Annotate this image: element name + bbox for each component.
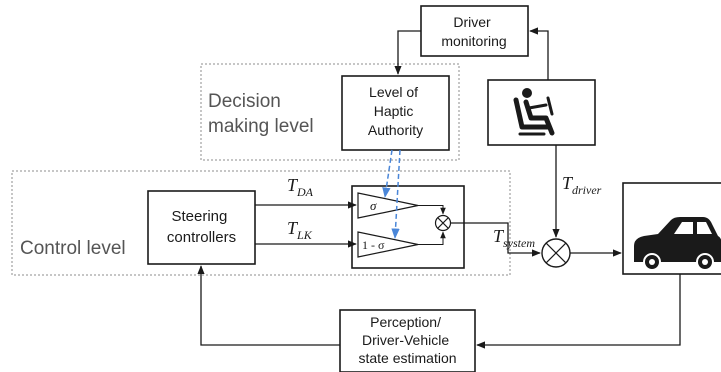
svg-text:Perception/ Driver-Vehic: Perception/ Driver-Vehicle state estimat… xyxy=(358,314,456,366)
driver-seat-box xyxy=(487,79,596,146)
arrow-seat-to-monitoring xyxy=(529,27,549,80)
perception-text: state estimation xyxy=(358,350,456,366)
sigma-gain xyxy=(357,192,419,219)
control-region xyxy=(11,170,511,276)
control-region-label: Control level xyxy=(20,238,126,259)
one-minus-sigma-gain xyxy=(357,231,419,258)
decision-region-label-line2: making level xyxy=(208,116,314,137)
steering-controllers-block: Steering controllers xyxy=(147,190,256,265)
driver-monitoring-text: monitoring xyxy=(441,33,506,49)
vehicle-box xyxy=(622,182,721,275)
one-minus-sigma-gain-label: 1 - σ xyxy=(362,238,385,252)
perception-text: Driver-Vehicle xyxy=(362,332,449,348)
perception-block: Perception/ Driver-Vehicle state estimat… xyxy=(339,309,476,372)
arrow-vehicle-to-perception xyxy=(476,274,681,349)
authority-link-one-minus-sigma xyxy=(391,149,401,240)
haptic-authority-text: Authority xyxy=(368,122,423,138)
haptic-authority-block: Level of Haptic Authority xyxy=(341,75,450,151)
driver-monitoring-text: Driver xyxy=(453,14,491,30)
svg-text:Driver monitoring: Driver monitoring xyxy=(441,14,506,49)
steering-controllers-text: Steering xyxy=(171,208,227,225)
inner-sum-junction xyxy=(434,214,452,232)
driver-monitoring-block: Driver monitoring xyxy=(420,5,529,57)
car-icon xyxy=(634,217,721,271)
decision-region-label-line1: Decision xyxy=(208,91,281,112)
svg-text:Level of Haptic Au: Level of Haptic Authority xyxy=(368,84,423,138)
arrow-t-system xyxy=(451,222,541,257)
perception-text: Perception/ xyxy=(370,314,441,330)
decision-region xyxy=(200,63,460,161)
sigma-gain-label: σ xyxy=(370,198,377,213)
t-driver-label: Tdriver xyxy=(562,173,602,197)
arrow-perception-to-controllers xyxy=(197,265,340,346)
driver-seat-icon xyxy=(513,88,555,136)
haptic-authority-text: Haptic xyxy=(374,103,414,119)
t-da-label: TDA xyxy=(287,175,314,199)
svg-text:Steering controllers: Steering controllers xyxy=(167,208,236,246)
blending-block: σ 1 - σ xyxy=(351,185,465,269)
arrow-monitoring-to-authority xyxy=(394,30,421,75)
main-sum-junction xyxy=(541,238,571,268)
t-lk-label: TLK xyxy=(287,218,313,242)
haptic-authority-text: Level of xyxy=(369,84,418,100)
steering-controllers-text: controllers xyxy=(167,229,236,246)
t-system-label: Tsystem xyxy=(493,226,535,250)
